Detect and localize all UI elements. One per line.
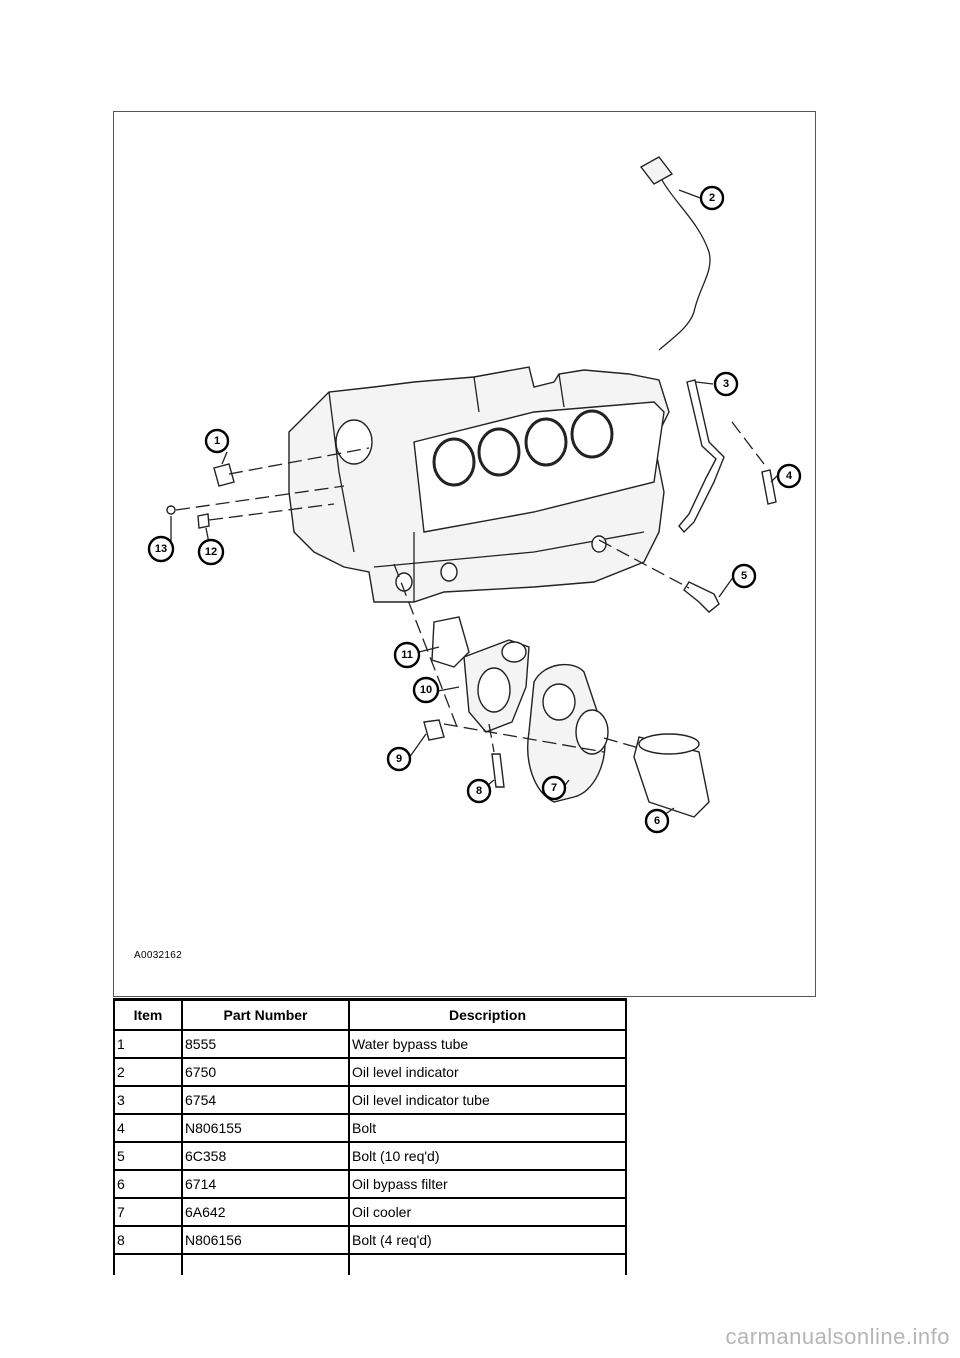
svg-text:9: 9: [396, 753, 402, 765]
callout-13: 13: [147, 535, 175, 563]
oil-filter: [633, 733, 710, 818]
cell-description: Bolt (10 req'd): [348, 1142, 627, 1171]
svg-text:12: 12: [205, 546, 217, 558]
svg-text:1: 1: [214, 435, 220, 447]
exploded-view-figure: 1 2 3 4 5 6 7 8: [113, 111, 816, 997]
oil-cooler-adapter: [431, 616, 530, 733]
cell-part-number: 6714: [181, 1170, 350, 1199]
svg-text:5: 5: [741, 570, 747, 582]
parts-table: Item Part Number Description 1 8555 Wate…: [113, 998, 627, 1275]
cell-item: 7: [113, 1198, 183, 1227]
callout-5: 5: [731, 563, 757, 589]
callout-10: 10: [412, 676, 440, 704]
cell-part-number: 6A642: [181, 1198, 350, 1227]
cell-description: Oil level indicator tube: [348, 1086, 627, 1115]
cell-part-number: 6C358: [181, 1142, 350, 1171]
svg-text:8: 8: [476, 785, 482, 797]
column-header-description: Description: [348, 998, 627, 1031]
cell-description: Bolt (4 req'd): [348, 1226, 627, 1255]
callout-1: 1: [204, 428, 230, 454]
callout-6: 6: [644, 808, 670, 834]
svg-text:3: 3: [723, 378, 729, 390]
cell-description: [348, 1254, 627, 1275]
column-header-item: Item: [113, 998, 183, 1031]
table-row: 1 8555 Water bypass tube: [113, 1030, 627, 1059]
cell-part-number: N806155: [181, 1114, 350, 1143]
bolts: [166, 463, 777, 788]
table-row: 7 6A642 Oil cooler: [113, 1198, 627, 1227]
svg-text:6: 6: [654, 815, 660, 827]
cell-item: 6: [113, 1170, 183, 1199]
cell-description: Oil level indicator: [348, 1058, 627, 1087]
cell-item: 8: [113, 1226, 183, 1255]
oil-cooler: [527, 663, 609, 803]
cell-part-number: 6750: [181, 1058, 350, 1087]
watermark: carmanualsonline.info: [725, 1324, 950, 1349]
engine-block: [288, 366, 670, 603]
cell-item: 4: [113, 1114, 183, 1143]
callout-2: 2: [699, 185, 725, 211]
column-header-part-number: Part Number: [181, 998, 350, 1031]
svg-text:11: 11: [401, 649, 413, 661]
table-row: 5 6C358 Bolt (10 req'd): [113, 1142, 627, 1171]
callout-12: 12: [197, 538, 225, 566]
callout-11: 11: [393, 641, 421, 669]
engine-block-illustration: 1 2 3 4 5 6 7 8: [147, 156, 802, 834]
cell-item: 2: [113, 1058, 183, 1087]
assembly-lines: [175, 421, 765, 753]
cell-description: Oil bypass filter: [348, 1170, 627, 1199]
cell-description: Oil cooler: [348, 1198, 627, 1227]
table-row: 8 N806156 Bolt (4 req'd): [113, 1226, 627, 1255]
cell-item: 1: [113, 1030, 183, 1059]
leader-lines: [170, 189, 779, 821]
svg-text:7: 7: [551, 782, 557, 794]
oil-level-indicator: [639, 156, 711, 351]
cell-description: Water bypass tube: [348, 1030, 627, 1059]
cell-description: Bolt: [348, 1114, 627, 1143]
cell-item: 3: [113, 1086, 183, 1115]
svg-text:10: 10: [420, 684, 432, 696]
table-row: 3 6754 Oil level indicator tube: [113, 1086, 627, 1115]
cell-item: 5: [113, 1142, 183, 1171]
callout-4: 4: [776, 463, 802, 489]
table-row: 6 6714 Oil bypass filter: [113, 1170, 627, 1199]
oil-level-indicator-tube: [678, 379, 725, 534]
table-header-row: Item Part Number Description: [113, 998, 627, 1031]
cell-part-number: [181, 1254, 350, 1275]
cell-part-number: 8555: [181, 1030, 350, 1059]
svg-text:4: 4: [786, 470, 793, 482]
cell-item: [113, 1254, 183, 1275]
callout-7: 7: [541, 775, 567, 801]
svg-text:2: 2: [709, 192, 715, 204]
callout-3: 3: [713, 371, 739, 397]
table-row: 2 6750 Oil level indicator: [113, 1058, 627, 1087]
table-row: 4 N806155 Bolt: [113, 1114, 627, 1143]
svg-text:13: 13: [155, 543, 167, 555]
table-row: [113, 1254, 627, 1275]
figure-code: A0032162: [134, 950, 183, 961]
callout-8: 8: [466, 778, 492, 804]
callout-9: 9: [386, 746, 412, 772]
cell-part-number: 6754: [181, 1086, 350, 1115]
cell-part-number: N806156: [181, 1226, 350, 1255]
